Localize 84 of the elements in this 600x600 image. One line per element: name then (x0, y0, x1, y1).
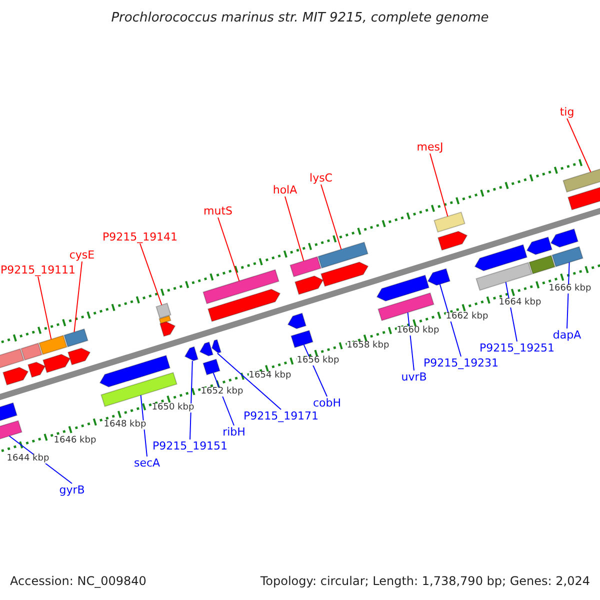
scale-label: 1652 kbp (200, 388, 244, 396)
gene-label: mesJ (416, 142, 444, 152)
gene-feature (320, 262, 369, 287)
scale-label: 1662 kbp (446, 312, 488, 322)
leader-line (74, 261, 82, 333)
gene-block (0, 420, 22, 441)
gene-label: mutS (204, 206, 232, 216)
gene-label: secA (134, 458, 160, 468)
leader-line (190, 360, 193, 440)
gene-label: lysC (310, 172, 332, 184)
gene-block (20, 342, 42, 361)
gene-feature (2, 366, 29, 386)
gene-block (156, 302, 172, 319)
genome-summary-text: Topology: circular; Length: 1,738,790 bp; Genes: 2,024 (260, 575, 590, 587)
gene-block (0, 348, 24, 370)
gene-feature (27, 362, 46, 378)
scale-label: 1648 kbp (104, 420, 146, 430)
gene-label: P9215_19251 (479, 342, 555, 354)
gene-block (528, 254, 556, 274)
gene-feature (287, 312, 307, 330)
gene-label: P9215_19171 (243, 410, 319, 422)
scale-label: 1644 kbp (6, 454, 50, 464)
leader-line (218, 217, 240, 282)
leader-line (320, 184, 342, 250)
gene-feature (207, 288, 281, 322)
gene-label: P9215_19231 (423, 358, 499, 368)
gene-block (476, 262, 532, 291)
scale-label: 1654 kbp (248, 372, 292, 380)
scale-label: 1646 kbp (54, 436, 96, 446)
gene-feature (159, 321, 176, 337)
gene-block (290, 256, 322, 278)
gene-feature (294, 275, 324, 296)
gene-block (202, 358, 220, 376)
leader-line (430, 153, 448, 217)
leader-line (140, 394, 148, 457)
gene-label: ribH (222, 426, 246, 438)
gene-feature (199, 341, 214, 356)
gene-feature (67, 348, 91, 366)
scale-label: 1656 kbp (296, 356, 340, 366)
gene-feature (211, 339, 222, 354)
scale-label: 1650 kbp (152, 404, 194, 412)
title: Prochlorococcus marinus str. MIT 9215, complete genome (111, 12, 489, 24)
leader-line (566, 118, 592, 172)
gene-label: dapA (552, 330, 582, 340)
gene-label: gyrB (59, 484, 85, 496)
gene-feature (474, 244, 528, 272)
scale-label: 1660 kbp (396, 326, 440, 336)
gene-label: uvrB (401, 372, 427, 382)
scale-label: 1664 kbp (498, 298, 542, 308)
gene-feature (99, 354, 171, 388)
gene-label: holA (272, 184, 298, 196)
leader-line (38, 276, 52, 340)
leader-line (407, 312, 414, 371)
gene-feature (0, 402, 18, 422)
gene-block (158, 315, 172, 324)
gene-feature (550, 228, 579, 248)
gene-feature (42, 354, 71, 374)
gene-block (318, 242, 368, 269)
gene-feature (376, 274, 430, 302)
gene-block (202, 269, 280, 304)
gene-feature (184, 346, 199, 362)
gene-block (434, 212, 466, 233)
leader-line (439, 284, 462, 357)
gene-label: P9215_19151 (152, 440, 228, 452)
gene-label: tig (560, 106, 574, 118)
scale-label: 1658 kbp (346, 342, 390, 350)
leader-line (216, 352, 282, 410)
leader-line (505, 282, 518, 342)
gene-label: P9215_19111 (0, 264, 76, 276)
gene-feature (526, 236, 553, 256)
gene-block (38, 334, 68, 356)
gene-block (552, 246, 584, 268)
gene-block (64, 328, 88, 348)
gene-label: P9215_19141 (102, 232, 178, 242)
scale-label: 1666 kbp (548, 284, 592, 294)
leader-line (140, 243, 162, 306)
gene-label: cysE (69, 250, 95, 260)
leader-line (284, 196, 304, 262)
gene-label: cobH (312, 398, 342, 408)
gene-block (378, 292, 434, 322)
gene-feature (437, 230, 468, 251)
gene-block (290, 330, 314, 348)
accession-text: Accession: NC_009840 (10, 575, 146, 587)
gene-feature (427, 268, 451, 286)
